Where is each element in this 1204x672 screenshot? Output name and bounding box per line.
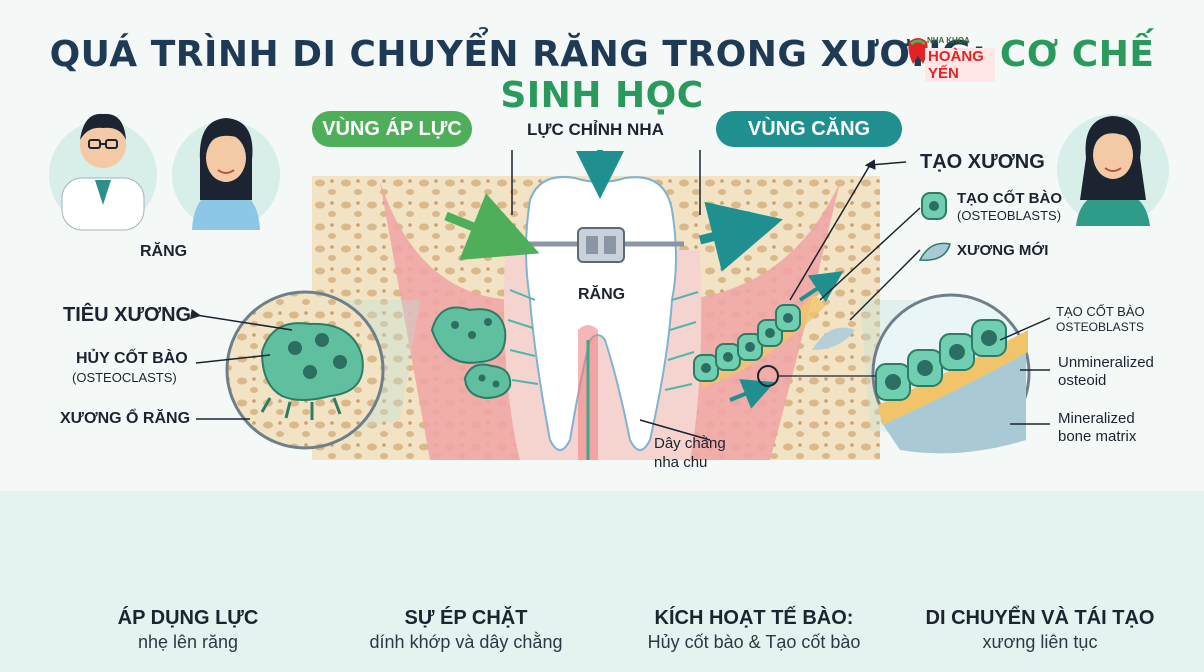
step-2-title: SỰ ÉP CHẶT	[404, 607, 528, 629]
step-1: ÁP DỤNG LỰC nhẹ lên răng	[58, 607, 318, 653]
step-3-sub: Hủy cốt bào & Tạo cốt bào	[647, 632, 861, 652]
process-steps-band	[0, 491, 1204, 672]
step-1-sub: nhẹ lên răng	[137, 632, 239, 652]
new-bone-legend-icon	[918, 242, 951, 261]
orthodontic-force-label: LỰC CHỈNH NHA	[527, 120, 664, 139]
step-1-title: ÁP DỤNG LỰC	[117, 607, 259, 629]
step-3-title: KÍCH HOẠT TẾ BÀO:	[654, 607, 854, 629]
doctor-avatar	[49, 113, 157, 231]
pdl-fibers	[507, 289, 699, 391]
formation-label: TẠO XƯƠNG	[920, 151, 1045, 173]
compression-zone-pill: VÙNG ÁP LỰC	[312, 111, 472, 147]
osteoblast-chain	[693, 271, 855, 409]
osteoblast-label: TẠO CỐT BÀO	[957, 190, 1062, 207]
osteoclast-en-label: (OSTEOCLASTS)	[72, 370, 177, 385]
patient-avatar-left	[172, 118, 280, 230]
tooth-label-left: RĂNG	[140, 243, 188, 260]
new-bone-label: XƯƠNG MỚI	[957, 242, 1049, 259]
compression-arrow	[444, 193, 540, 261]
step-3: KÍCH HOẠT TẾ BÀO: Hủy cốt bào & Tạo cốt …	[624, 607, 884, 653]
pdl-label: Dây chằng nha chu	[654, 435, 726, 471]
patient-avatar-right	[1057, 114, 1169, 226]
logo-tooth-icon	[908, 38, 928, 64]
logo-line1: NHA KHOA	[927, 36, 970, 45]
osteoblast2-en-label: OSTEOBLASTS	[1056, 320, 1145, 334]
clinic-logo: NHA KHOA HOÀNG YẾN	[905, 34, 995, 82]
step-4-sub: xương liên tục	[982, 632, 1098, 652]
bone-matrix-label: Mineralized bone matrix	[1058, 410, 1137, 445]
step-2: SỰ ÉP CHẶT dính khớp và dây chằng	[336, 607, 596, 653]
osteoblast-en-label: (OSTEOBLASTS)	[957, 208, 1062, 223]
tension-zone-pill: VÙNG CĂNG	[716, 111, 902, 147]
logo-line2: HOÀNG YẾN	[925, 48, 995, 82]
step-2-sub: dính khớp và dây chằng	[369, 632, 563, 652]
page-title: QUÁ TRÌNH DI CHUYỂN RĂNG TRONG XƯƠNG: CƠ…	[49, 34, 1155, 116]
osteoclasts-small	[430, 306, 512, 400]
osteoblast-zoom-circle	[757, 293, 1031, 454]
osteoblast2-label: TẠO CỐT BÀO	[1056, 304, 1145, 319]
step-4-title: DI CHUYỂN VÀ TÁI TẠO	[925, 607, 1155, 629]
step-4: DI CHUYỂN VÀ TÁI TẠO xương liên tục	[910, 607, 1170, 653]
resorption-label: TIÊU XƯƠNG	[63, 304, 192, 326]
pointer-resorption	[190, 309, 293, 331]
tooth-label-center: RĂNG	[578, 286, 626, 303]
alveolar-bone-label: XƯƠNG Ổ RĂNG	[60, 410, 191, 427]
tension-arrow	[698, 201, 783, 272]
tooth-main	[520, 176, 684, 460]
osteoclast-label: HỦY CỐT BÀO	[76, 350, 188, 367]
osteoid-label: Unmineralized osteoid	[1058, 354, 1154, 389]
osteoclast-zoom-circle	[225, 290, 420, 450]
